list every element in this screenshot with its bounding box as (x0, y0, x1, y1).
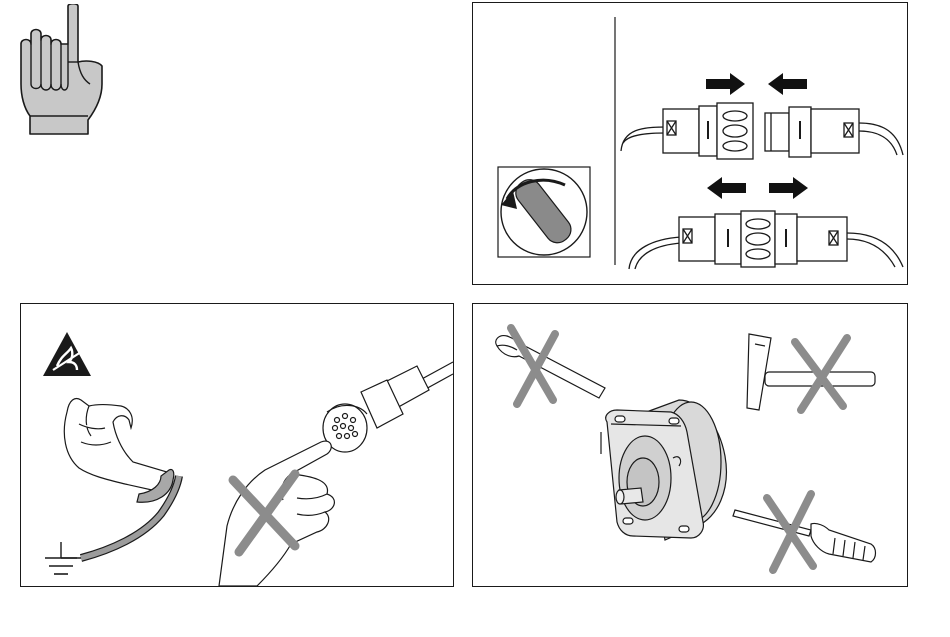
pull-apart-arrows (707, 177, 808, 199)
wrist-strap-illustration (45, 399, 179, 575)
encoder-motor-illustration (601, 400, 726, 540)
prohibited-tools-panel (472, 303, 908, 587)
esd-warning-icon (43, 332, 91, 376)
rotate-coupling-inset (498, 167, 590, 257)
esd-caution-panel (20, 303, 454, 587)
push-together-arrows (706, 73, 807, 95)
attention-hand-icon (18, 4, 108, 138)
connector-with-pins (323, 362, 453, 452)
connector-mating-panel (472, 2, 908, 285)
connector-pair-mated (629, 211, 903, 269)
connector-pair-separated (621, 103, 903, 159)
reaching-hand-illustration (219, 441, 334, 586)
